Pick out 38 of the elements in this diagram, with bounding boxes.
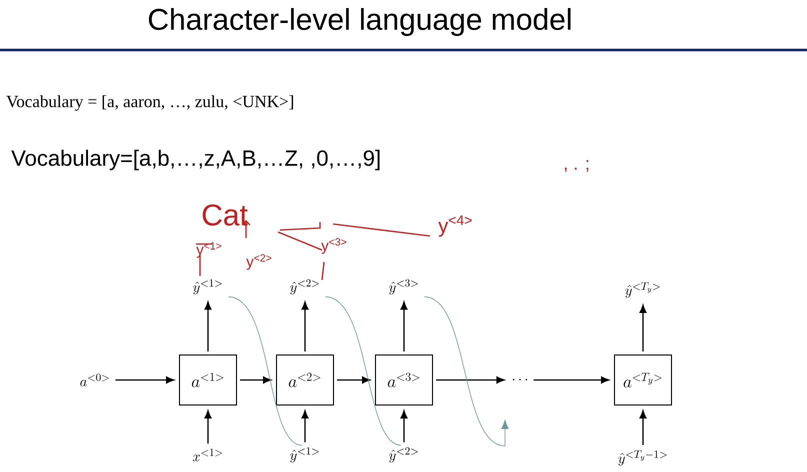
math-label: $\hat{y}^{<3>}$	[389, 279, 418, 295]
handwritten-note: y$^{<4>}$	[438, 215, 472, 237]
rnn-cell-box: $a^{<3>}$	[375, 354, 433, 406]
connector-curve	[228, 296, 302, 446]
math-label: $\hat{y}^{<T_y-1>}$	[618, 450, 667, 466]
math-label: $a^{<0>}$	[80, 374, 109, 386]
handwritten-note: y$^{<3>}$	[321, 238, 346, 254]
arrow	[302, 302, 308, 352]
rnn-cell-box: $a^{<1>}$	[179, 354, 237, 406]
arrow	[640, 410, 646, 446]
arrow	[640, 304, 646, 352]
arrow	[337, 376, 370, 384]
rnn-cell-box: $a^{<2>}$	[276, 354, 334, 406]
math-label: $\hat{y}^{<1>}$	[193, 279, 222, 295]
arrow	[240, 376, 272, 384]
handwritten-note: , . ;	[564, 160, 588, 172]
math-label: $\cdots$	[512, 378, 528, 380]
title: Character-level language model	[148, 8, 570, 36]
arrow	[204, 302, 212, 352]
math-label: $\hat{y}^{<2>}$	[389, 447, 418, 463]
math-label: $\hat{y}^{<2>}$	[290, 279, 319, 295]
vocabulary-text: Vocabulary=[a,b,…,z,A,B,…Z, ,0,…,9]	[11, 150, 380, 170]
math-label: $\hat{y}^{<T_y>}$	[625, 282, 660, 298]
arrow	[400, 410, 408, 442]
connector-curve	[325, 296, 402, 446]
vocabulary-text: Vocabulary = [a, aaron, …, zulu, <UNK>]	[6, 95, 294, 111]
handwritten-note: y$^{<2>}$	[246, 254, 272, 270]
arrow	[400, 302, 408, 352]
arrow	[115, 376, 174, 384]
connector-curve	[424, 296, 509, 446]
handwritten-note: Cat	[202, 204, 248, 226]
arrow	[204, 410, 212, 444]
math-label: $\hat{y}^{<1>}$	[290, 447, 319, 463]
math-label: $x^{<1>}$	[192, 448, 222, 462]
arrow	[436, 376, 505, 384]
arrow	[534, 376, 610, 384]
arrow	[302, 410, 308, 442]
rnn-cell-box: $a^{<T_y>}$	[614, 354, 672, 406]
